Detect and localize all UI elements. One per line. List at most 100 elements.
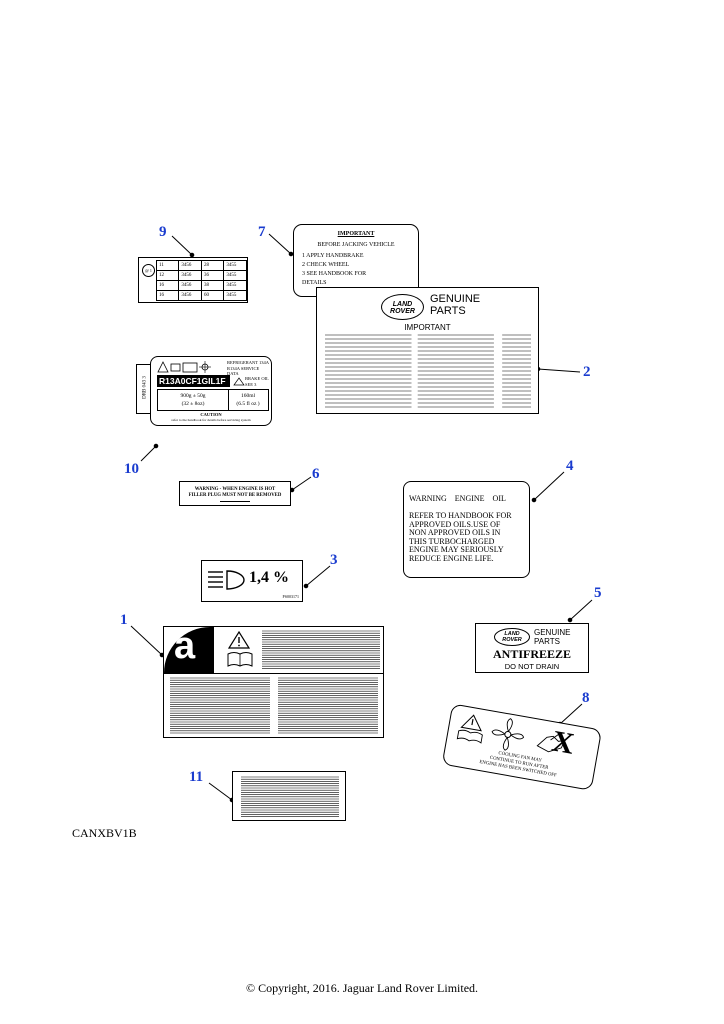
cell: 28	[200, 260, 225, 271]
label-10-data-divider	[228, 390, 229, 410]
label-3: 1,4 % PS003171	[201, 560, 303, 602]
cell: 3456	[178, 280, 202, 291]
fan-icon	[491, 718, 525, 751]
label-9-symbol: @ 1	[142, 264, 155, 277]
callout-4: 4	[566, 458, 574, 474]
copyright-notice: © Copyright, 2016. Jaguar Land Rover Lim…	[245, 981, 479, 995]
label-2: LAND ROVER GENUINE PARTS IMPORTANT	[316, 287, 539, 414]
logo-text-land: LAND	[392, 301, 413, 308]
label-10-data-box: 900g ± 50g (32 ± 8oz) 160ml (6.5 fl oz )	[157, 389, 269, 411]
cell: 36	[200, 270, 225, 281]
handbook-icon	[227, 652, 253, 667]
label-4-body: REFER TO HANDBOOK FOR APPROVED OILS.USE …	[409, 511, 512, 564]
label-10-oil-2: (6.5 fl oz )	[236, 401, 260, 407]
list-item: DETAILS	[302, 280, 327, 286]
callout-10: 10	[124, 461, 139, 477]
label-2-genuine: GENUINE	[430, 293, 481, 305]
label-4-line: THIS TURBOCHARGED	[409, 536, 495, 546]
label-5-subtitle: DO NOT DRAIN	[504, 662, 560, 671]
label-10-header-right-2: R134A SERVICE DATA	[227, 366, 260, 376]
land-rover-logo: LAND ROVER	[494, 628, 530, 646]
label-1-text-block-left	[170, 677, 270, 734]
warning-book-fan-icons	[157, 361, 211, 373]
logo-text-rover: ROVER	[390, 308, 415, 315]
cell: 3455	[223, 270, 247, 281]
warning-triangle-icon	[228, 631, 250, 649]
headlamp-icon	[208, 570, 245, 590]
list-item: 2 CHECK WHEEL	[302, 262, 350, 268]
label-10-oil-1: 160ml	[240, 393, 256, 399]
callout-6: 6	[312, 466, 320, 482]
cell: 3456	[178, 270, 202, 281]
label-7-title: IMPORTANT	[337, 231, 375, 237]
callout-1: 1	[120, 612, 128, 628]
label-10-code-bar	[157, 375, 230, 387]
label-7: IMPORTANT BEFORE JACKING VEHICLE 1 APPLY…	[293, 224, 419, 297]
cell: 38	[200, 280, 225, 291]
label-6-line-1: WARNING - WHEN ENGINE IS HOT	[194, 487, 276, 492]
logo-text-land: LAND	[504, 631, 520, 637]
label-10-brake-2: SEE 3	[245, 382, 257, 387]
cell: 16	[155, 290, 180, 301]
label-11-text-block	[241, 776, 339, 817]
label-10-icons	[157, 360, 212, 373]
label-6-underline	[220, 501, 250, 502]
callout-9: 9	[159, 224, 167, 240]
label-8: X COOLING FAN MAY CONTINUE TO RUN AFTER …	[440, 703, 603, 800]
cell: 3456	[178, 290, 202, 301]
cell: 11	[155, 260, 180, 271]
label-10: DRB 043 3 REFRIGERANT 134A R134A SERVICE…	[136, 356, 272, 426]
cell: 16	[155, 280, 180, 291]
label-1: a	[163, 625, 384, 738]
callout-3: 3	[330, 552, 338, 568]
hand-icon	[536, 733, 566, 753]
label-10-caution: CAUTION	[200, 412, 222, 417]
label-4-line: NON APPROVED OILS IN	[409, 528, 501, 538]
list-item: 3 SEE HANDBOOK FOR	[302, 271, 367, 277]
label-3-code: PS003171	[282, 594, 299, 599]
callout-5: 5	[594, 585, 602, 601]
callout-11: 11	[189, 769, 204, 785]
callout-8: 8	[582, 690, 590, 706]
label-10-charge-1: 900g ± 50g	[180, 393, 206, 399]
label-4-line: REDUCE ENGINE LIFE.	[409, 553, 494, 563]
label-4-title: WARNING ENGINE OIL	[409, 494, 506, 503]
label-5-genuine: GENUINE	[534, 628, 571, 637]
label-5-title: ANTIFREEZE	[492, 647, 572, 661]
label-10-code: R13A0CF1GIL1F	[159, 376, 226, 386]
label-10-brake-1: BRAKE OIL	[245, 376, 269, 381]
label-10-header-right-1: REFRIGERANT 134A	[227, 360, 270, 365]
label-4-line: ENGINE MAY SERIOUSLY	[409, 545, 504, 555]
callout-7: 7	[258, 224, 266, 240]
logo-text-rover: ROVER	[502, 636, 522, 643]
label-2-text-lines	[325, 334, 531, 408]
label-6-line-2: FILLER PLUG MUST NOT BE REMOVED	[188, 493, 282, 498]
label-2-parts: PARTS	[430, 305, 466, 317]
cell: 3455	[223, 290, 247, 301]
cell: 3455	[223, 260, 247, 271]
label-11	[232, 771, 346, 821]
diagram-code: CANXBV1B	[72, 826, 137, 840]
label-7-subtitle: BEFORE JACKING VEHICLE	[317, 242, 395, 248]
label-7-list: 1 APPLY HANDBRAKE 2 CHECK WHEEL 3 SEE HA…	[302, 252, 366, 288]
label-8-frame: X COOLING FAN MAY CONTINUE TO RUN AFTER …	[441, 703, 603, 791]
label-6: WARNING - WHEN ENGINE IS HOT FILLER PLUG…	[179, 481, 291, 506]
label-4: WARNING ENGINE OIL REFER TO HANDBOOK FOR…	[403, 481, 530, 578]
label-1-text-block-right	[278, 677, 378, 734]
label-10-side-text: DRB 043 3	[142, 376, 148, 399]
label-8-symbol: X	[549, 724, 577, 761]
list-item: 1 APPLY HANDBRAKE	[302, 253, 364, 259]
label-10-charge-2: (32 ± 8oz)	[181, 401, 205, 407]
label-4-line: REFER TO HANDBOOK FOR	[409, 511, 512, 520]
label-1-letter: a	[174, 625, 196, 667]
cell: 60	[200, 290, 225, 301]
callout-2: 2	[583, 364, 591, 380]
label-1-divider	[164, 673, 383, 674]
label-2-heading: IMPORTANT	[404, 323, 451, 332]
oil-can-icon	[233, 377, 245, 386]
cell: 3456	[178, 260, 202, 271]
label-5: LAND ROVER GENUINE PARTS ANTIFREEZE DO N…	[475, 623, 589, 673]
